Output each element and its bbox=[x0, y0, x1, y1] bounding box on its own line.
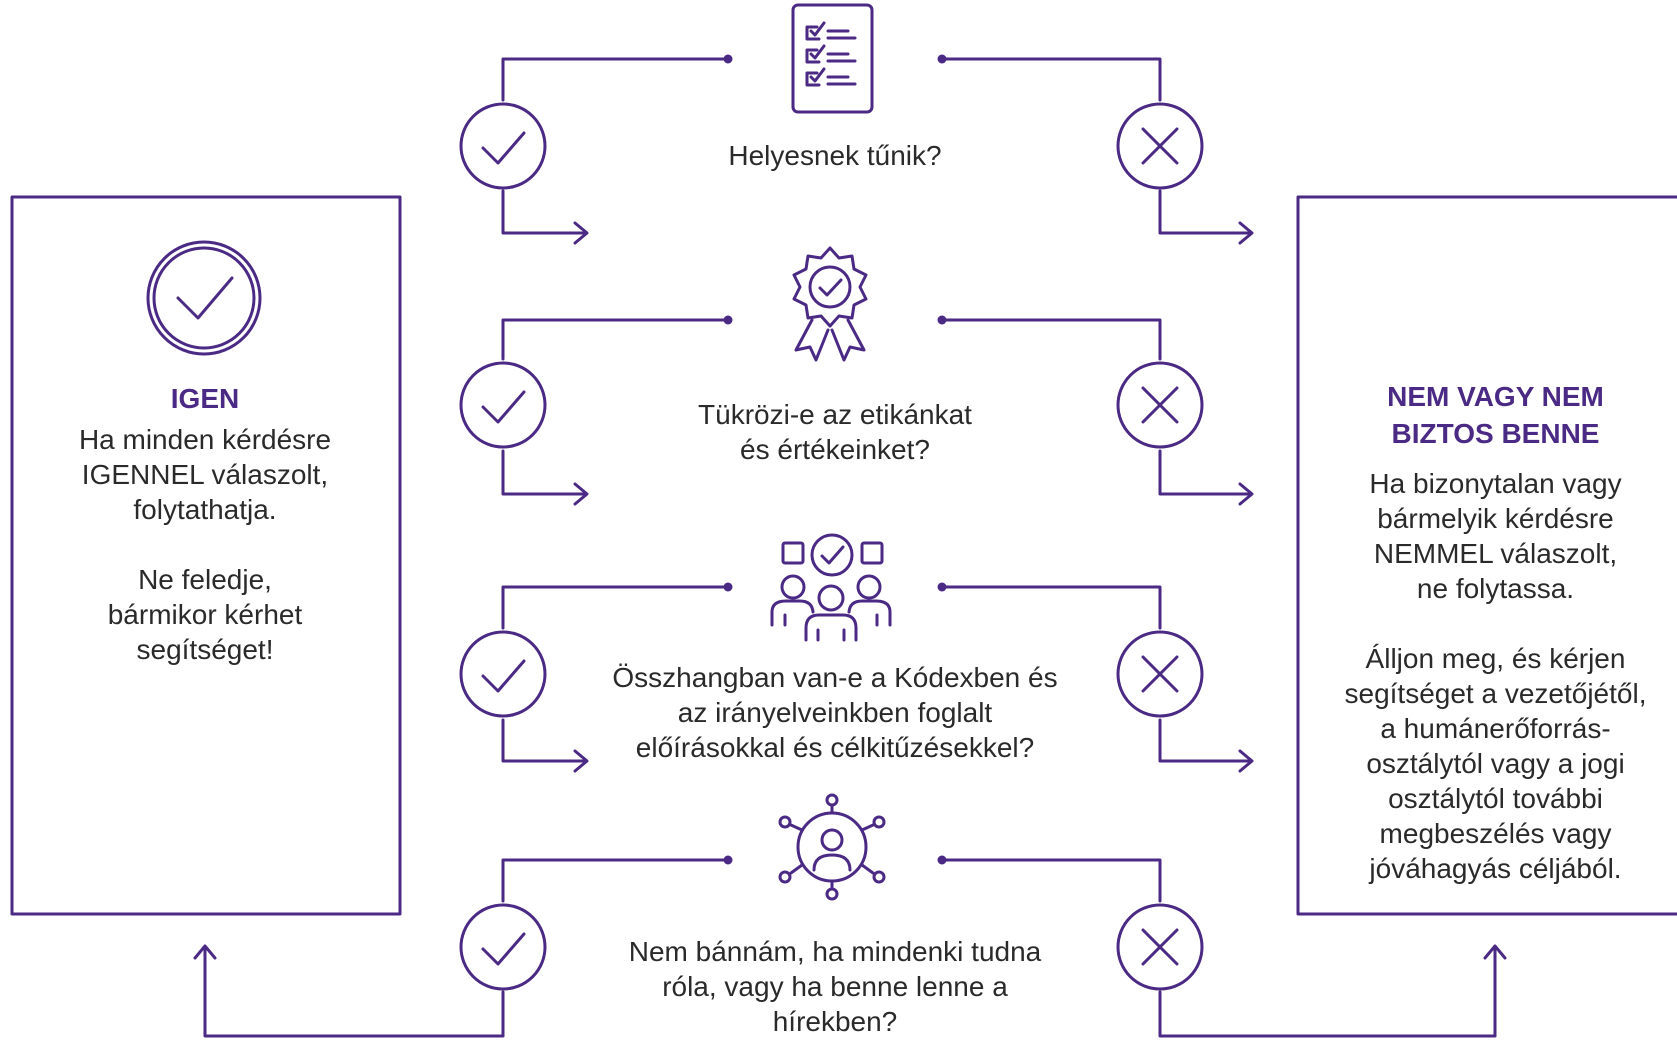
no-body-line: Álljon meg, és kérjen bbox=[1365, 643, 1626, 674]
no-body-line: osztálytól vagy a jogi bbox=[1366, 748, 1625, 779]
question-line: róla, vagy ha benne lenne a bbox=[662, 971, 1008, 1002]
yes-panel-text: IGEN Ha minden kérdésre IGENNEL válaszol… bbox=[10, 380, 400, 667]
x-circle-icon bbox=[1116, 630, 1204, 718]
check-circle-icon bbox=[459, 630, 547, 718]
x-circle-icon bbox=[1116, 361, 1204, 449]
question-1-text: Helyesnek tűnik? bbox=[630, 138, 1040, 173]
question-line: és értékeinket? bbox=[740, 434, 930, 465]
yes-body-line: IGENNEL válaszolt, bbox=[81, 459, 329, 490]
award-badge-icon bbox=[792, 246, 868, 362]
no-body-line: osztálytól további bbox=[1388, 783, 1603, 814]
no-body-line: ne folytassa. bbox=[1416, 573, 1575, 604]
checklist-icon bbox=[791, 3, 874, 114]
no-panel bbox=[1296, 195, 1677, 916]
yes-panel-body: Ha minden kérdésre IGENNEL válaszolt, fo… bbox=[10, 422, 400, 667]
question-4-text: Nem bánnám, ha mindenki tudna róla, vagy… bbox=[585, 934, 1085, 1039]
no-panel-body: Ha bizonytalan vagy bármelyik kérdésre N… bbox=[1298, 466, 1677, 886]
yes-body-line: segítséget! bbox=[136, 634, 274, 665]
row-4-right-dot bbox=[937, 855, 947, 865]
check-circle-icon bbox=[146, 240, 262, 356]
x-circle-icon bbox=[1116, 102, 1204, 190]
row-4-left-dot bbox=[723, 855, 733, 865]
no-body-line: jóváhagyás céljából. bbox=[1369, 853, 1622, 884]
no-body-line: megbeszélés vagy bbox=[1379, 818, 1612, 849]
no-title-line: BIZTOS BENNE bbox=[1391, 418, 1600, 449]
team-approval-icon bbox=[770, 533, 892, 642]
question-line: Nem bánnám, ha mindenki tudna bbox=[628, 936, 1042, 967]
yes-panel-title: IGEN bbox=[170, 383, 240, 414]
check-circle-icon bbox=[459, 361, 547, 449]
no-panel-text: NEM VAGY NEM BIZTOS BENNE Ha bizonytalan… bbox=[1298, 378, 1677, 886]
question-line: Helyesnek tűnik? bbox=[728, 140, 942, 171]
no-body-line: Ha bizonytalan vagy bbox=[1369, 468, 1622, 499]
no-body-line: NEMMEL válaszolt, bbox=[1373, 538, 1618, 569]
row-2-connectors bbox=[501, 318, 1254, 506]
row-4-connectors bbox=[193, 858, 1507, 1038]
yes-panel bbox=[10, 195, 402, 916]
question-line: Összhangban van-e a Kódexben és bbox=[612, 662, 1058, 693]
row-2-right-dot bbox=[937, 315, 947, 325]
yes-body-line: Ne feledje, bbox=[138, 564, 272, 595]
question-line: előírásokkal és célkitűzésekkel? bbox=[635, 732, 1035, 763]
network-person-icon bbox=[778, 793, 886, 901]
row-3-left-dot bbox=[723, 582, 733, 592]
yes-body-line: folytathatja. bbox=[133, 494, 277, 525]
row-1-connectors bbox=[501, 57, 1254, 245]
row-2-left-dot bbox=[723, 315, 733, 325]
question-3-text: Összhangban van-e a Kódexben és az irány… bbox=[585, 660, 1085, 765]
question-2-text: Tükrözi-e az etikánkat és értékeinket? bbox=[630, 397, 1040, 467]
yes-body-line: Ha minden kérdésre bbox=[78, 424, 332, 455]
row-1-right-dot bbox=[937, 54, 947, 64]
yes-body-line: bármikor kérhet bbox=[107, 599, 303, 630]
no-panel-title: NEM VAGY NEM BIZTOS BENNE bbox=[1298, 378, 1677, 452]
question-line: az irányelveinkben foglalt bbox=[677, 697, 993, 728]
row-3-right-dot bbox=[937, 582, 947, 592]
question-line: Tükrözi-e az etikánkat bbox=[698, 399, 972, 430]
check-circle-icon bbox=[459, 102, 547, 190]
no-body-line: segítséget a vezetőjétől, bbox=[1344, 678, 1647, 709]
no-body-line: bármelyik kérdésre bbox=[1377, 503, 1614, 534]
question-line: hírekben? bbox=[772, 1006, 898, 1037]
row-1-left-dot bbox=[723, 54, 733, 64]
check-circle-icon bbox=[459, 903, 547, 991]
no-body-line: a humánerőforrás- bbox=[1380, 713, 1611, 744]
x-circle-icon bbox=[1116, 903, 1204, 991]
no-title-line: NEM VAGY NEM bbox=[1387, 381, 1604, 412]
row-3-connectors bbox=[501, 585, 1254, 773]
